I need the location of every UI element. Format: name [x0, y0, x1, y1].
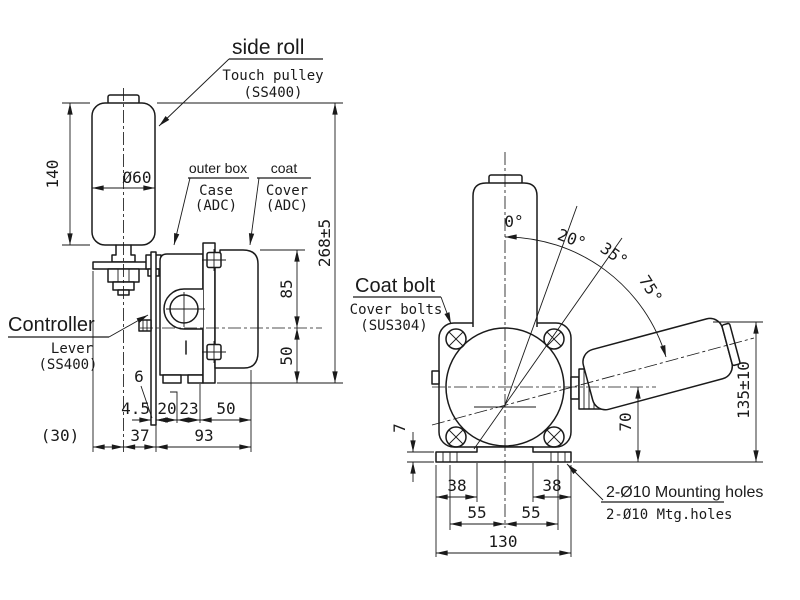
- case-assembly: [159, 242, 259, 384]
- cover-bolt-top-left: [445, 328, 467, 350]
- angle-20-text: 20°: [555, 225, 589, 253]
- dim-pulley-length: 140: [43, 102, 90, 246]
- side-roll-text: side roll: [232, 36, 304, 59]
- dim-30-text: (30): [41, 426, 80, 445]
- dim-85-text: 85: [277, 279, 296, 298]
- dim-6-text: 6: [134, 367, 144, 386]
- dim-case-85-50: 85 50: [260, 249, 305, 384]
- cover-text: Cover: [266, 183, 308, 199]
- dim-38-right-text: 38: [542, 476, 561, 495]
- dim-38-pair: 38 38: [435, 463, 572, 557]
- case-side-stub: [431, 370, 440, 385]
- dim-38-left-text: 38: [447, 476, 466, 495]
- dim-93-text: 93: [194, 426, 213, 445]
- dim-base-width: 130: [435, 532, 571, 556]
- angle-0-text: 0°: [504, 212, 523, 231]
- gland-boss: [163, 288, 205, 330]
- dim-55-right-text: 55: [521, 503, 540, 522]
- plate-bolt-bottom: [202, 341, 226, 363]
- cover-bolt-bottom-left: [445, 426, 467, 448]
- cover-bolts-material-text: (SUS304): [360, 318, 427, 334]
- label-outer-box: outer box Case (ADC): [173, 160, 249, 246]
- case-text: Case: [199, 183, 233, 199]
- angle-arc: [504, 234, 667, 358]
- roller-body: [582, 317, 734, 411]
- label-mounting-holes: 2-Ø10 Mounting holes 2-Ø10 Mtg.holes: [566, 463, 763, 523]
- dim-20-text: 20: [157, 399, 176, 418]
- touch-pulley-material-text: (SS400): [243, 85, 302, 101]
- label-coat-bolt: Coat bolt Cover bolts (SUS304): [350, 275, 452, 334]
- dim-140-text: 140: [43, 160, 62, 189]
- base-plate: [435, 446, 572, 463]
- dim-55-pair: 55 55: [449, 465, 559, 530]
- mounting-holes-text: 2-Ø10 Mounting holes: [606, 484, 763, 501]
- cover-outline: [214, 249, 259, 369]
- lever-bolt: [138, 319, 152, 332]
- lever-plate: [150, 251, 157, 426]
- lever-material-text: (SS400): [38, 357, 97, 373]
- case-material-text: (ADC): [195, 198, 237, 214]
- coat-bolt-text: Coat bolt: [355, 275, 435, 297]
- touch-pulley-side: [91, 94, 156, 263]
- dim-37-text: 37: [130, 426, 149, 445]
- dim-130-text: 130: [489, 532, 518, 551]
- coat-text: coat: [271, 160, 298, 176]
- plate-bolt-top: [202, 249, 226, 271]
- angle-75-text: 75°: [635, 272, 666, 307]
- outer-box-text: outer box: [189, 160, 247, 176]
- left-view: 140 Ø60 268±5 85 50: [8, 36, 343, 452]
- label-controller: Controller Lever (SS400): [8, 314, 149, 373]
- dim-60-text: Ø60: [123, 168, 152, 187]
- lever-text: Lever: [51, 341, 93, 357]
- dim-center-height: 70: [573, 386, 646, 463]
- roller-axis-centerline: [431, 337, 755, 426]
- case-foot-left: [162, 374, 182, 384]
- dim-bottom-chains: 4.5 20 23 50 (30) 37 93 6: [41, 271, 252, 452]
- dim-70-text: 70: [616, 412, 635, 431]
- label-side-roll: side roll Touch pulley (SS400): [158, 36, 324, 127]
- touch-pulley-text: Touch pulley: [222, 68, 323, 84]
- controller-text: Controller: [8, 314, 95, 336]
- dim-7-text: 7: [390, 423, 409, 433]
- dim-roller-height: 135±10: [646, 321, 763, 463]
- label-coat: coat Cover (ADC): [248, 160, 311, 246]
- dim-base-thickness: 7: [390, 423, 434, 482]
- dim-50h-text: 50: [216, 399, 235, 418]
- dim-overall-height: 268±5: [157, 102, 343, 384]
- dim-4-5-text: 4.5: [121, 399, 150, 418]
- cover-bolt-bottom-right: [543, 426, 565, 448]
- mounting-holes-abbr-text: 2-Ø10 Mtg.holes: [606, 507, 732, 523]
- dim-135-text: 135±10: [734, 361, 753, 419]
- case-foot-right: [187, 374, 204, 384]
- dim-55-left-text: 55: [467, 503, 486, 522]
- dim-23-text: 23: [179, 399, 198, 418]
- front-view: 0° 20° 35° 75° 7 70 135±10: [350, 152, 763, 557]
- dim-50v-text: 50: [277, 346, 296, 365]
- cover-material-text: (ADC): [266, 198, 308, 214]
- cover-bolts-text: Cover bolts: [350, 302, 443, 318]
- dim-268-text: 268±5: [315, 219, 334, 267]
- dim-pulley-diameter: Ø60: [91, 168, 155, 191]
